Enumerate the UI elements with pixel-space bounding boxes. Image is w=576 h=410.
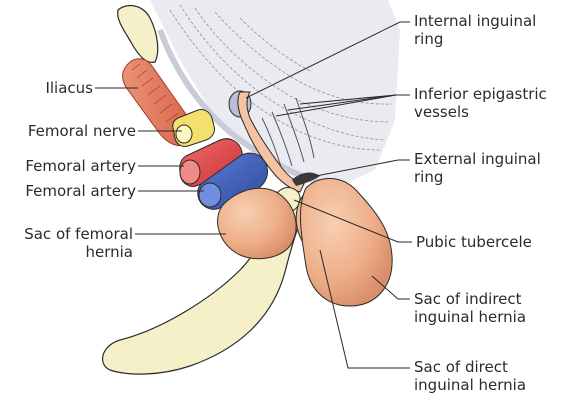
label-sac-direct-line1: Sac of direct (414, 358, 526, 376)
label-sac-indirect-line2: inguinal hernia (414, 308, 526, 326)
label-inferior-epigastric-vessels: Inferior epigastric vessels (414, 85, 547, 121)
label-sac-direct: Sac of direct inguinal hernia (414, 358, 526, 394)
label-iliacus: Iliacus (20, 79, 93, 97)
label-sac-femoral-line1: Sac of femoral (0, 225, 133, 243)
label-femoral-nerve: Femoral nerve (0, 122, 136, 140)
label-sac-femoral-hernia: Sac of femoral hernia (0, 225, 133, 261)
upper-bone (118, 6, 158, 63)
label-external-inguinal-ring: External inguinal ring (414, 150, 541, 186)
label-internal-inguinal-ring-line1: Internal inguinal (414, 12, 536, 30)
label-sac-direct-line2: inguinal hernia (414, 376, 526, 394)
label-epigastric-line2: vessels (414, 103, 547, 121)
label-epigastric-line1: Inferior epigastric (414, 85, 547, 103)
label-internal-inguinal-ring: Internal inguinal ring (414, 12, 536, 48)
label-sac-indirect-line1: Sac of indirect (414, 290, 526, 308)
label-femoral-artery-1: Femoral artery (0, 157, 136, 175)
indirect-hernia-sac (301, 179, 393, 307)
label-sac-femoral-line2: hernia (0, 243, 133, 261)
label-external-ring-line1: External inguinal (414, 150, 541, 168)
label-external-ring-line2: ring (414, 168, 541, 186)
label-pubic-tubercele: Pubic tubercele (416, 233, 532, 251)
femoral-hernia-sac (218, 188, 296, 258)
label-sac-indirect: Sac of indirect inguinal hernia (414, 290, 526, 326)
label-internal-inguinal-ring-line2: ring (414, 30, 536, 48)
label-femoral-artery-2: Femoral artery (0, 182, 136, 200)
